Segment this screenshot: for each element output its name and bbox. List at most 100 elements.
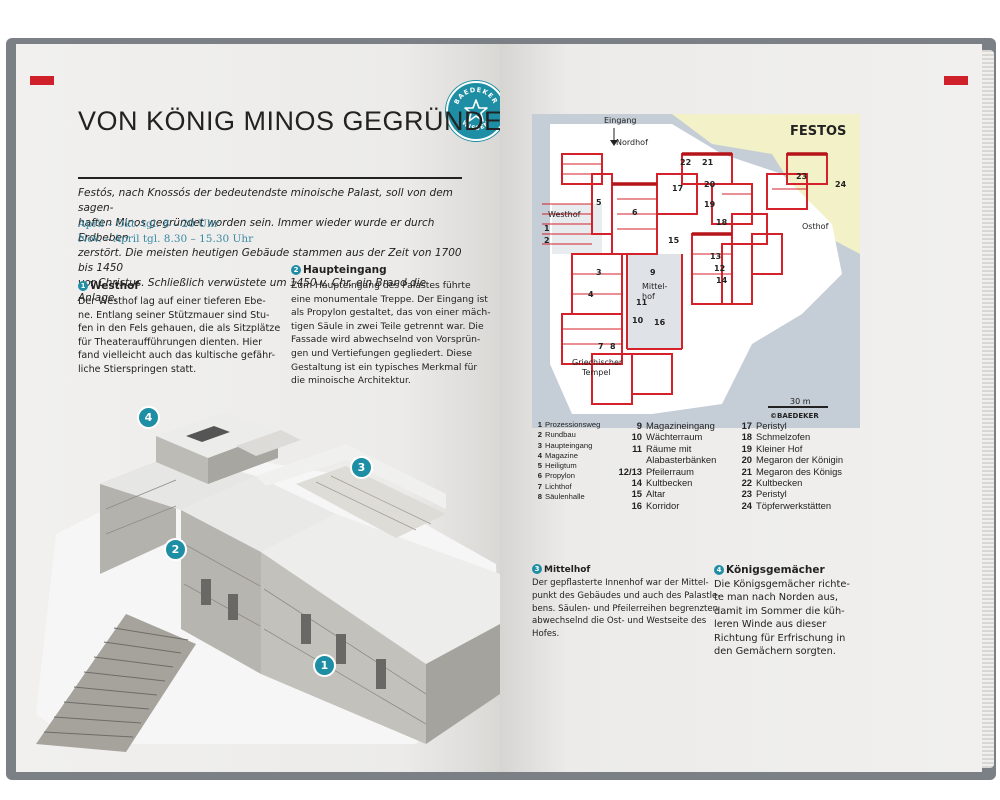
map-number: 18 [716,218,728,227]
staircase [36,614,196,752]
map-number: 17 [672,184,684,193]
map-number: 21 [702,158,714,167]
map-drawing [542,114,860,414]
map-label-nordhof: Nordhof [616,138,648,147]
body-line: Die Königsgemächer richte- [714,579,850,590]
map-title: FESTOS [790,124,847,139]
body-line: Der Westhof lag auf einer tieferen Ebe- [78,296,266,307]
map-number: 4 [588,290,594,299]
left-page: BAEDEKER WISSEN VON KÖNIG MINOS GEGRÜNDE… [16,44,500,772]
map-scale-label: 30 m [790,397,811,406]
body-line: Fassade wird abwechselnd von Vorsprün- [291,334,481,346]
section-title: Mittelhof [544,565,591,575]
section-title: Königsgemächer [726,564,825,576]
body-line: fand vielleicht auch das kultische gefäh… [78,350,276,362]
body-line: punkt des Gebäudes und auch des Palastle… [532,590,721,601]
map-number: 24 [835,180,847,189]
body-line: den Gemächern sorgten. [714,646,836,658]
section-number: 2 [291,265,301,275]
palace-illustration [36,414,500,752]
callout-1: 1 [313,654,336,677]
title-rule [78,177,462,179]
section-westhof-body: Der Westhof lag auf einer tieferen Ebe- … [78,295,280,377]
map-label-osthof: Osthof [802,222,829,231]
callout-4: 4 [137,406,160,429]
body-line: eine monumentale Treppe. Der Eingang ist [291,293,488,305]
page-title: VON KÖNIG MINOS GEGRÜNDET [78,106,500,136]
section-mittelhof-body: Der gepflasterte Innenhof war der Mittel… [532,577,720,641]
chapter-marker [944,76,968,85]
map-number: 14 [716,276,728,285]
body-line: leren Winde aus dieser [714,619,827,631]
map-label-tempel-2: Tempel [582,368,611,377]
map-copyright: ©BAEDEKER [770,412,819,420]
map-number: 7 [598,342,604,351]
section-number: 3 [532,564,542,574]
map-label-eingang: Eingang [604,116,637,125]
body-line: Hofes. [532,629,560,640]
body-line: die minoische Architektur. [291,375,411,387]
callout-2: 2 [164,538,187,561]
festos-site-map: FESTOS Eingang Nordhof Westhof Osthof Mi… [532,114,860,428]
legend-item: Alabasterbänken [646,454,717,466]
map-number: 23 [796,172,808,181]
section-title: Haupteingang [303,264,387,276]
section-title: Westhof [90,280,139,292]
map-number: 2 [544,236,550,245]
body-line: bens. Säulen- und Pfeilerreihen begrenzt… [532,603,719,614]
body-line: als Propylon gestaltet, das von einer mä… [291,307,491,319]
section-number: 4 [714,565,724,575]
map-inner-walls [542,163,807,345]
body-line: ne. Entlang seiner Stützmauer sind Stu- [78,309,270,321]
map-number: 5 [596,198,602,207]
map-number: 22 [680,158,692,167]
body-line: te man nach Norden aus, [714,592,838,604]
map-number: 11 [636,298,648,307]
body-line: für Theateraufführungen dienten. Hier [78,336,263,348]
map-number: 16 [654,318,666,327]
map-number: 19 [704,200,716,209]
map-label-tempel: Griechischer [572,358,623,367]
star-icon: BAEDEKER WISSEN [453,86,499,132]
map-number: 3 [596,268,602,277]
map-number: 15 [668,236,680,245]
body-line: fen in den Fels gehauen, die als Sitzplä… [78,323,281,335]
body-line: Der gepflasterte Innenhof war der Mittel… [532,578,709,588]
baedeker-wissen-badge: BAEDEKER WISSEN [446,81,500,141]
body-line: gen und Vertiefungen gegliedert. Diese [291,347,473,359]
section-koenigsgemaecher-body: Die Königsgemächer richte- te man nach N… [714,578,850,658]
map-number: 20 [704,180,716,189]
badge-top-text: BAEDEKER [453,86,499,106]
right-page: FESTOS Eingang Nordhof Westhof Osthof Mi… [500,44,982,772]
map-number: 6 [632,208,638,217]
callout-3: 3 [350,456,373,479]
page-edges [982,50,994,768]
body-line: Zum Haupteingang des Palastes führte [291,280,471,291]
map-number: 13 [710,252,722,261]
map-label-mittelhof: Mittel- [642,282,668,291]
page-number-left: 80 [140,770,154,772]
body-line: abwechselnd die Ost- und Westseite des [532,616,707,627]
